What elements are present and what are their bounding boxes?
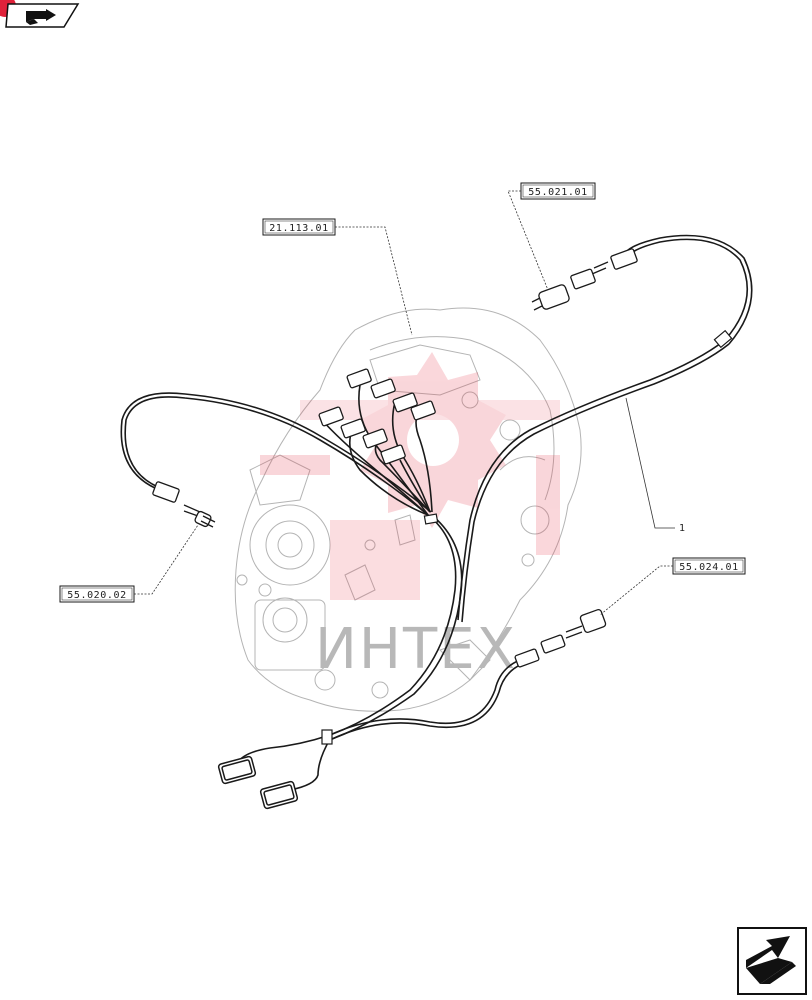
watermark-text: ИНТЕХ [315,617,517,682]
reference-label: 55.020.02 [67,590,127,601]
reference-label: 55.024.01 [679,562,739,573]
item-number: 1 [679,523,685,534]
previous-page-button[interactable] [0,0,80,28]
reference-21-113-01[interactable]: 21.113.01 [262,218,413,336]
reference-55-020-02[interactable]: 55.020.02 [59,524,199,603]
harness-clip [713,329,733,349]
wiring-harness [120,234,753,791]
watermark-logo [260,352,560,600]
solenoid-connectors [318,368,436,465]
previous-page-icon [26,9,56,25]
reference-55-021-01[interactable]: 55.021.01 [507,182,596,291]
reference-label: 55.021.01 [528,187,588,198]
item-callout-1: 1 [625,397,685,534]
harness-splice [321,729,333,745]
next-page-icon [746,936,796,984]
harness-clip [423,513,439,525]
harness-end-connectors [217,755,299,810]
next-page-button[interactable] [737,927,807,995]
reference-55-024-01[interactable]: 55.024.01 [599,557,746,616]
speed-sensor-left [152,481,216,528]
speed-sensor-right [531,248,638,311]
temperature-sensor [514,608,607,668]
reference-label: 21.113.01 [269,223,329,234]
